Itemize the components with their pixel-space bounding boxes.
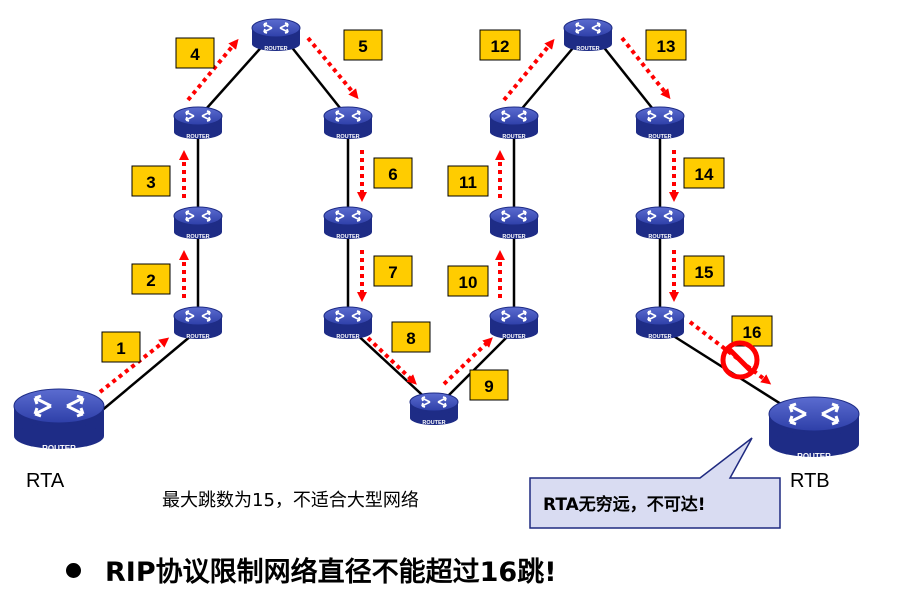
router-r6: ROUTER: [323, 206, 373, 240]
network-links: [99, 39, 801, 418]
callout: RTA无穷远，不可达!: [529, 437, 781, 529]
hop-box-9: 9: [469, 369, 509, 401]
hop-labels: 1 2 3 4 5 6 7 8: [101, 29, 773, 401]
hop-box-7: 7: [373, 255, 413, 287]
bullet-dot-icon: [66, 563, 81, 578]
router-tag: ROUTER: [648, 334, 671, 340]
hop-number: 13: [657, 37, 676, 56]
hop-box-5: 5: [343, 29, 383, 61]
router-name-rta: RTA: [26, 470, 65, 492]
router-tag: ROUTER: [502, 234, 525, 240]
hop-number: 15: [695, 263, 714, 282]
hop-number: 2: [146, 271, 155, 290]
link-r12-r13: [597, 39, 661, 119]
router-r9: ROUTER: [489, 306, 539, 340]
router-tag: ROUTER: [42, 444, 76, 453]
router-r3: ROUTER: [173, 106, 223, 140]
router-r8: ROUTER: [409, 392, 459, 426]
hop-number: 9: [484, 377, 493, 396]
bullet-text: RIP协议限制网络直径不能超过16跳!: [105, 557, 557, 588]
router-name-rtb: RTB: [790, 470, 830, 492]
hop-box-6: 6: [373, 157, 413, 189]
prohibited-icon: [720, 340, 760, 380]
link-r8-r9: [439, 329, 515, 405]
hop-box-15: 15: [683, 255, 725, 287]
router-tag: ROUTER: [186, 234, 209, 240]
hop-box-10: 10: [447, 265, 489, 297]
bullet-point: RIP协议限制网络直径不能超过16跳!: [66, 550, 557, 589]
callout-text: RTA无穷远，不可达!: [543, 494, 706, 515]
link-r4-r5: [285, 39, 349, 119]
link-r11-r12: [513, 41, 579, 119]
router-tag: ROUTER: [264, 46, 287, 52]
router-r10: ROUTER: [489, 206, 539, 240]
hop-box-12: 12: [479, 29, 521, 61]
router-r12: ROUTER: [563, 18, 613, 52]
hop-number: 16: [743, 323, 762, 342]
hop-box-3: 3: [131, 165, 171, 197]
router-r7: ROUTER: [323, 306, 373, 340]
router-tag: ROUTER: [422, 420, 445, 426]
link-r7-r8: [351, 329, 433, 405]
hop-arrow-9: [442, 337, 493, 386]
router-tag: ROUTER: [186, 134, 209, 140]
hop-number: 10: [459, 273, 478, 292]
caption-max-hops: 最大跳数为15，不适合大型网络: [162, 490, 419, 511]
hop-number: 14: [695, 165, 714, 184]
router-r2: ROUTER: [173, 206, 223, 240]
hop-box-1: 1: [101, 331, 141, 363]
router-r13: ROUTER: [635, 106, 685, 140]
router-r4: ROUTER: [251, 18, 301, 52]
router-tag: ROUTER: [186, 334, 209, 340]
link-r3-r4: [197, 41, 267, 119]
hop-arrow-8: [366, 336, 417, 385]
router-tag: ROUTER: [336, 334, 359, 340]
hop-box-16: 16: [731, 315, 773, 347]
router-tag: ROUTER: [648, 234, 671, 240]
router-r14: ROUTER: [635, 206, 685, 240]
hop-number: 8: [406, 329, 415, 348]
link-rta-r1: [99, 329, 199, 413]
routers: ROUTER ROUTER ROUTER ROUTER ROUTER ROUTE…: [12, 18, 861, 461]
hop-box-11: 11: [447, 165, 489, 197]
hop-number: 11: [459, 173, 477, 192]
hop-arrow-1: [98, 337, 170, 394]
hop-number: 1: [116, 339, 125, 358]
router-tag: ROUTER: [336, 234, 359, 240]
router-tag: ROUTER: [648, 134, 671, 140]
hop-box-13: 13: [645, 29, 687, 61]
router-tag: ROUTER: [502, 334, 525, 340]
hop-number: 12: [491, 37, 510, 56]
hop-number: 6: [388, 165, 397, 184]
hop-number: 7: [388, 263, 397, 282]
hop-number: 4: [190, 45, 200, 64]
router-rtb: ROUTER: [767, 395, 861, 461]
hop-box-4: 4: [175, 37, 215, 69]
hop-box-8: 8: [391, 321, 431, 353]
router-tag: ROUTER: [576, 46, 599, 52]
hop-number: 3: [146, 173, 155, 192]
hop-box-14: 14: [683, 157, 725, 189]
router-tag: ROUTER: [336, 134, 359, 140]
router-rta: ROUTER: [12, 387, 106, 453]
router-tag: ROUTER: [797, 452, 831, 461]
router-r11: ROUTER: [489, 106, 539, 140]
hop-box-2: 2: [131, 263, 171, 295]
router-tag: ROUTER: [502, 134, 525, 140]
router-r15: ROUTER: [635, 306, 685, 340]
hop-number: 5: [358, 37, 367, 56]
callout-bubble: [529, 437, 781, 529]
router-r1: ROUTER: [173, 306, 223, 340]
router-r5: ROUTER: [323, 106, 373, 140]
